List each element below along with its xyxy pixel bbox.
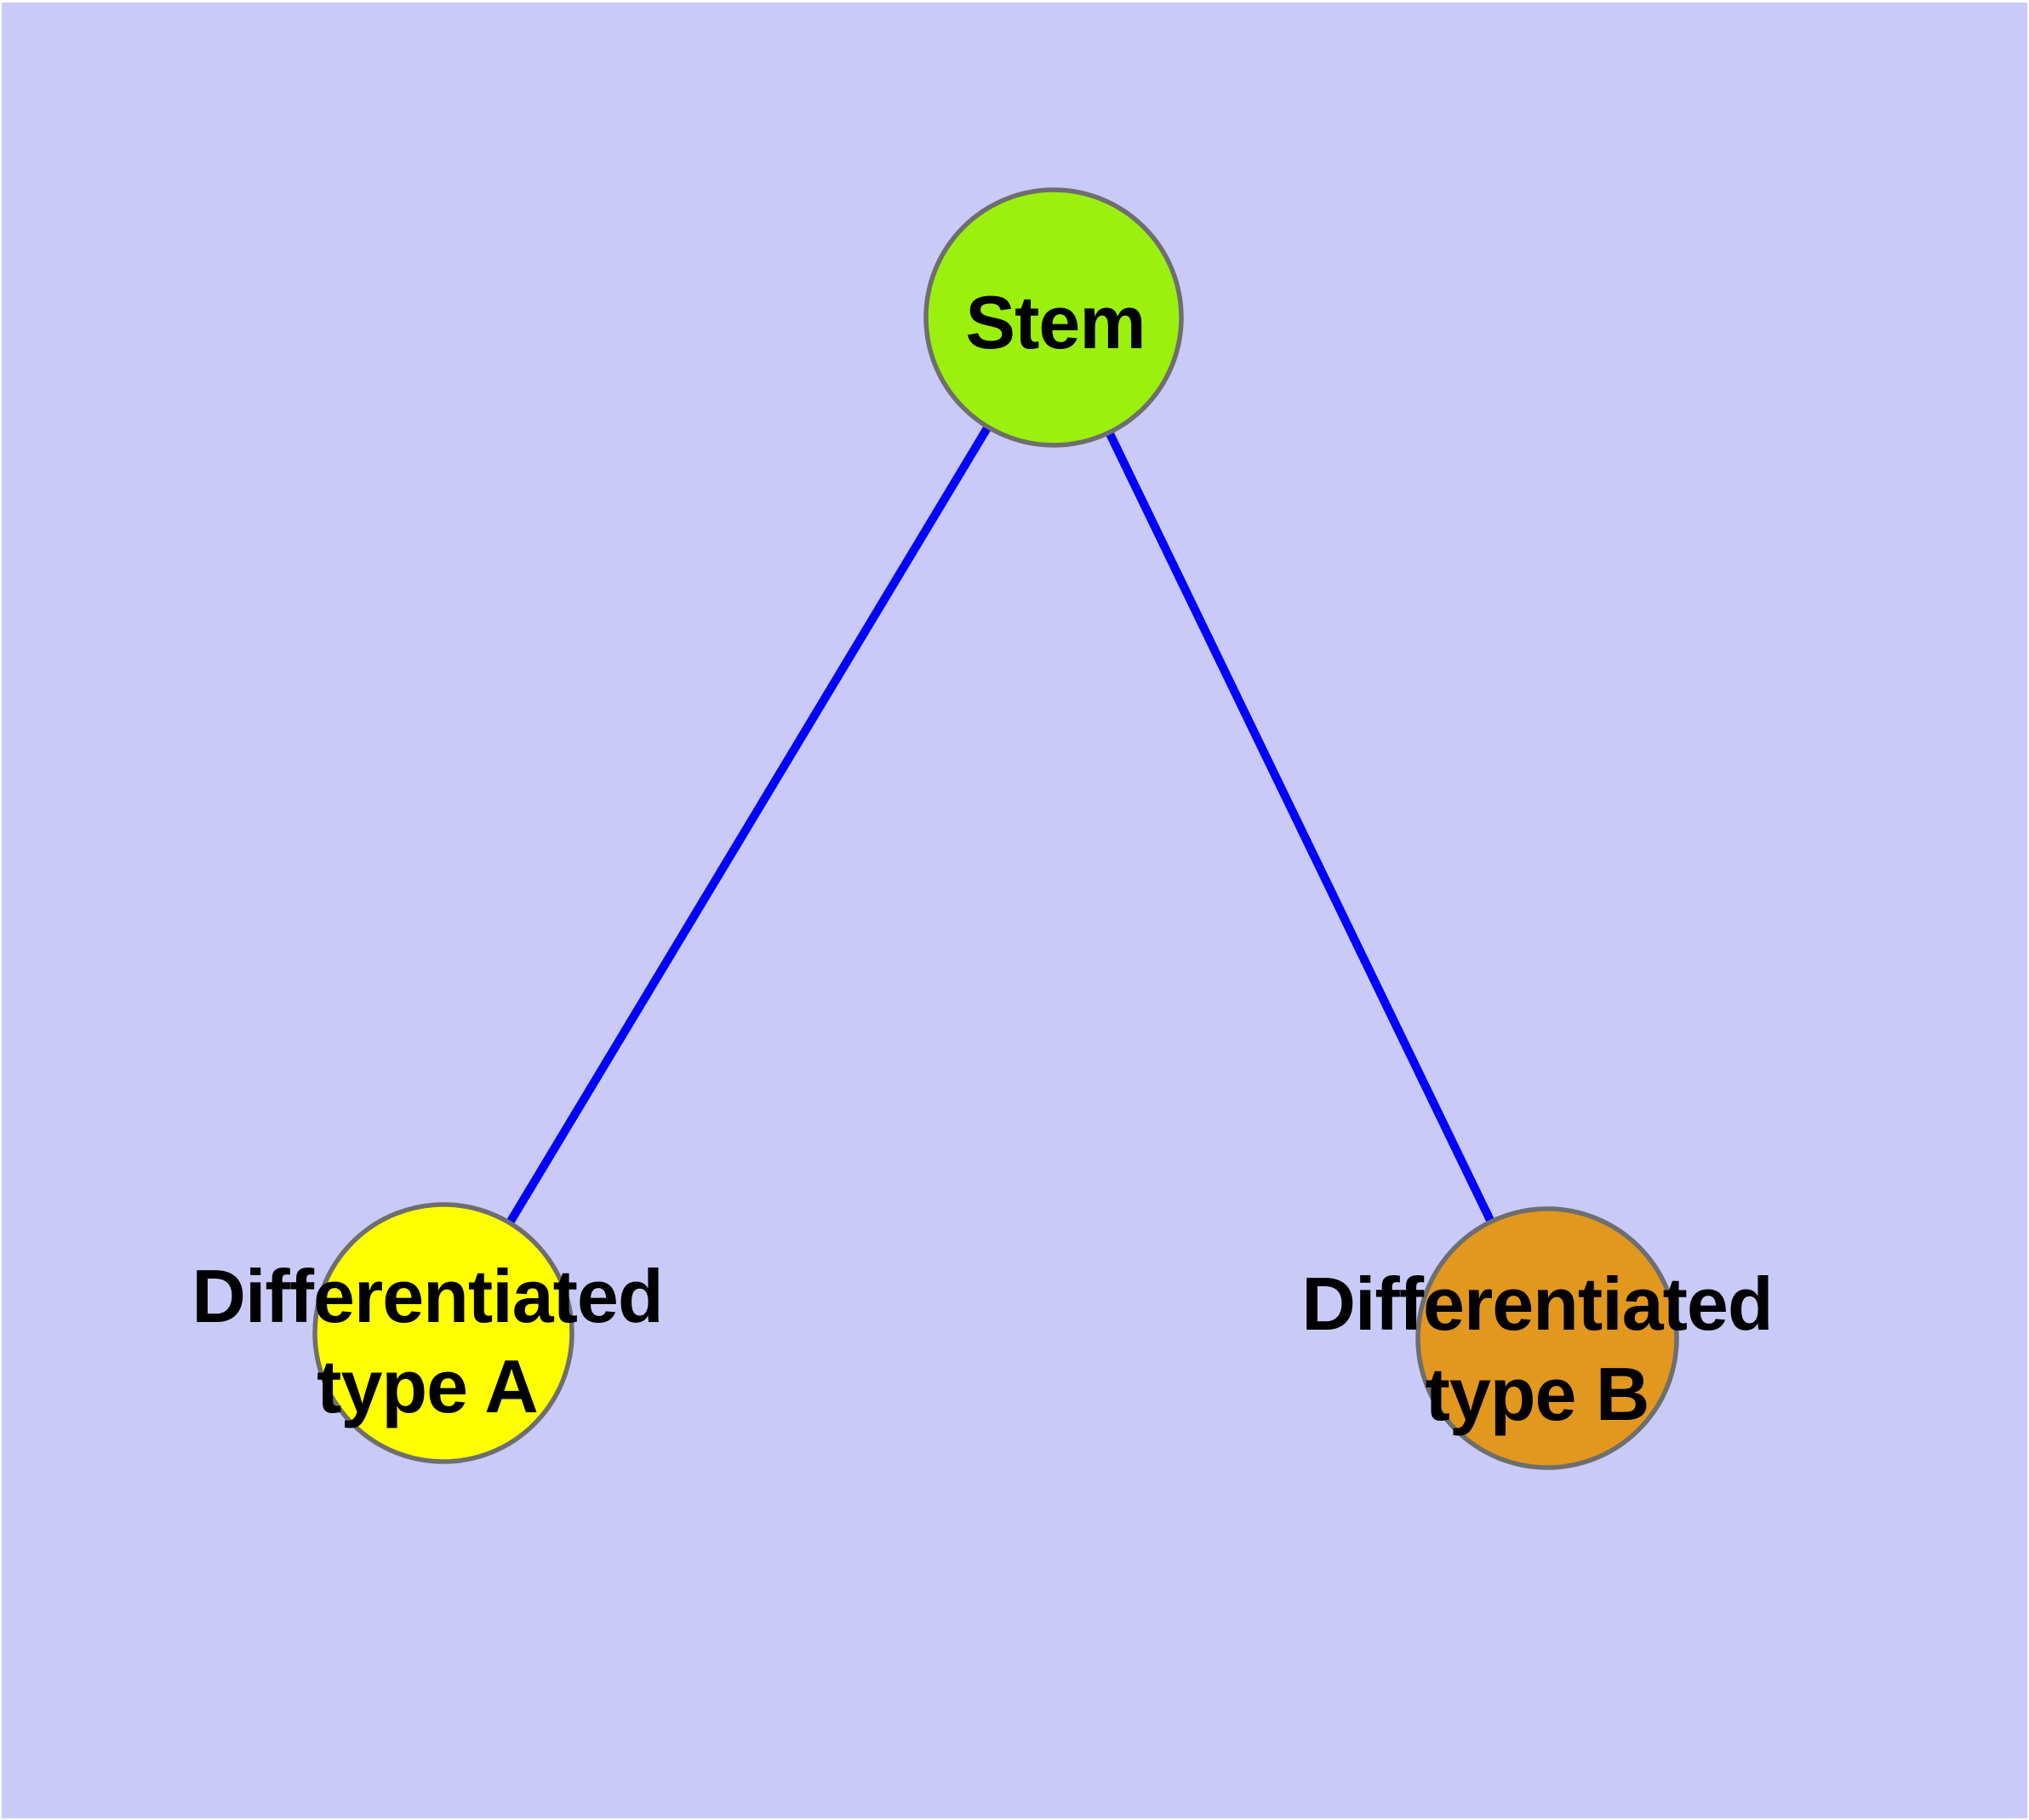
- node-differentiated-type-a-label-line-1: Differentiated: [191, 1254, 663, 1338]
- diagram-canvas: Stem Differentiated type A Differentiate…: [2, 3, 2027, 1818]
- edge-stem-to-type-a: [439, 315, 1058, 1336]
- graph-svg: [312, 187, 1679, 1470]
- edge-stem-to-type-b: [1049, 315, 1552, 1341]
- node-differentiated-type-a-circle[interactable]: [312, 1202, 574, 1464]
- node-differentiated-type-a-label: Differentiated type A: [191, 1251, 663, 1432]
- node-differentiated-type-b-label-line-2: type B: [1425, 1352, 1650, 1436]
- node-stem-label: Stem: [965, 278, 1146, 368]
- node-differentiated-type-a-label-line-2: type A: [317, 1344, 539, 1428]
- node-stem-label-line: Stem: [965, 280, 1146, 364]
- node-differentiated-type-b-label: Differentiated type B: [1301, 1259, 1773, 1439]
- node-differentiated-type-b-circle[interactable]: [1415, 1206, 1679, 1470]
- node-stem-circle[interactable]: [923, 187, 1184, 448]
- node-differentiated-type-b-label-line-1: Differentiated: [1301, 1262, 1773, 1346]
